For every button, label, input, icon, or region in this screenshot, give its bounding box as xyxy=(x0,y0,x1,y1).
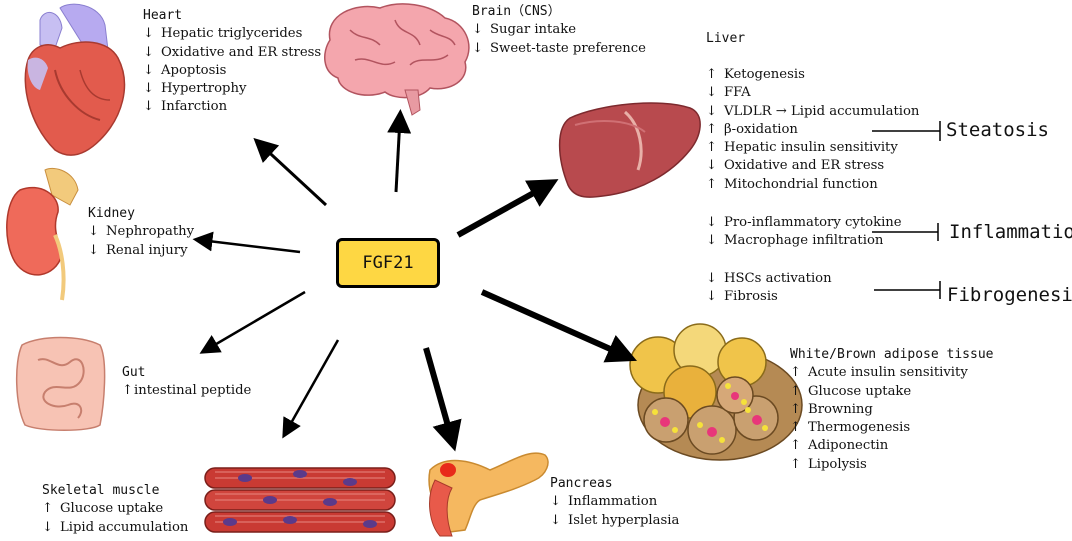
effect-item: ↓Oxidative and ER stress xyxy=(143,44,322,60)
effect-item: ↓HSCs activation xyxy=(706,271,832,286)
effect-item: ↑Lipolysis xyxy=(790,456,867,472)
brain-effects: Brain（CNS） ↓Sugar intake ↓Sweet-taste pr… xyxy=(472,3,646,58)
effect-item: ↓VLDLR → Lipid accumulation xyxy=(706,103,920,119)
effect-item: ↑β-oxidation xyxy=(706,121,798,137)
adipose-icon xyxy=(629,323,803,461)
arrow-to-heart xyxy=(253,137,328,207)
fgf21-node: FGF21 xyxy=(336,238,440,288)
effect-item: ↓Nephropathy xyxy=(88,224,195,240)
effect-item: ↑Acute insulin sensitivity xyxy=(790,365,968,381)
effect-item: ↓Lipid accumulation xyxy=(42,519,189,535)
effect-item: ↓Macrophage infiltration xyxy=(706,233,884,249)
effect-item: ↑Hepatic insulin sensitivity xyxy=(706,140,898,156)
arrows xyxy=(192,109,637,452)
heart-title: Heart xyxy=(143,8,183,23)
effect-item: ↓Fibrosis xyxy=(706,289,778,305)
effect-item: ↓Pro-inflammatory cytokine xyxy=(706,215,902,230)
effect-item: ↑Glucose uptake xyxy=(790,383,912,399)
kidney-icon xyxy=(6,167,79,301)
liver-metabolic-effects: ↑Ketogenesis ↓FFA ↓VLDLR → Lipid accumul… xyxy=(706,66,919,194)
effect-item: ↑Adiponectin xyxy=(790,438,889,454)
heart-icon xyxy=(24,3,126,156)
inhibition-lines xyxy=(872,121,941,299)
effect-item: ↓Apoptosis xyxy=(143,62,227,78)
effect-item: ↓Oxidative and ER stress xyxy=(706,158,885,174)
pancreas-icon xyxy=(428,452,549,537)
arrow-to-gut xyxy=(199,290,306,354)
effect-item: ↓Islet hyperplasia xyxy=(550,512,680,528)
brain-icon xyxy=(324,3,470,116)
pancreas-effects: Pancreas ↓Inflammation ↓Islet hyperplasi… xyxy=(550,475,679,530)
effect-item: ↑Mitochondrial function xyxy=(706,176,878,192)
liver-title-block: Liver xyxy=(706,30,745,48)
effect-item: ↓Renal injury xyxy=(88,242,188,258)
arrow-to-liver xyxy=(456,179,559,238)
pancreas-title: Pancreas xyxy=(550,476,613,491)
effect-item: ↑Browning xyxy=(790,401,873,417)
outcome-fibrogenesis: Fibrogenesis xyxy=(947,284,1072,306)
effect-item: ↑intestinal peptide xyxy=(122,383,252,399)
adipose-effects: White/Brown adipose tissue ↑Acute insuli… xyxy=(790,346,994,474)
effect-item: ↓Sweet-taste preference xyxy=(472,40,646,56)
effect-item: ↓FFA xyxy=(706,85,751,101)
heart-effects: Heart ↓Hepatic triglycerides ↓Oxidative … xyxy=(143,7,321,117)
effect-item: ↓Sugar intake xyxy=(472,22,576,38)
muscle-effects: Skeletal muscle ↑Glucose uptake ↓Lipid a… xyxy=(42,482,188,537)
liver-title: Liver xyxy=(706,31,746,46)
brain-title: Brain（CNS） xyxy=(472,4,561,19)
gut-effects: Gut ↑intestinal peptide xyxy=(122,364,251,401)
arrow-to-kidney xyxy=(192,231,301,254)
effect-item: ↓Hepatic triglycerides xyxy=(143,26,303,42)
outcome-inflammation: Inflammation xyxy=(949,221,1072,243)
gut-icon xyxy=(15,336,106,431)
adipose-title: White/Brown adipose tissue xyxy=(790,347,994,362)
kidney-title: Kidney xyxy=(88,206,135,221)
effect-item: ↑Ketogenesis xyxy=(706,67,805,82)
effect-item: ↓Hypertrophy xyxy=(143,81,247,97)
effect-item: ↓Inflammation xyxy=(550,494,658,510)
arrow-to-brain xyxy=(387,109,412,193)
effect-item: ↑Glucose uptake xyxy=(42,501,164,517)
muscle-icon xyxy=(204,467,396,533)
liver-fibrosis-effects: ↓HSCs activation ↓Fibrosis xyxy=(706,270,832,307)
gut-title: Gut xyxy=(122,365,146,380)
effect-item: ↑Thermogenesis xyxy=(790,420,911,436)
outcome-steatosis: Steatosis xyxy=(946,119,1049,141)
effect-item: ↓Infarction xyxy=(143,99,228,115)
liver-icon xyxy=(558,102,701,198)
arrow-to-pancreas xyxy=(423,347,462,452)
liver-inflammation-effects: ↓Pro-inflammatory cytokine ↓Macrophage i… xyxy=(706,214,902,251)
arrow-to-muscle xyxy=(282,339,340,439)
kidney-effects: Kidney ↓Nephropathy ↓Renal injury xyxy=(88,205,194,260)
muscle-title: Skeletal muscle xyxy=(42,483,160,498)
arrow-to-adipose xyxy=(480,289,637,363)
